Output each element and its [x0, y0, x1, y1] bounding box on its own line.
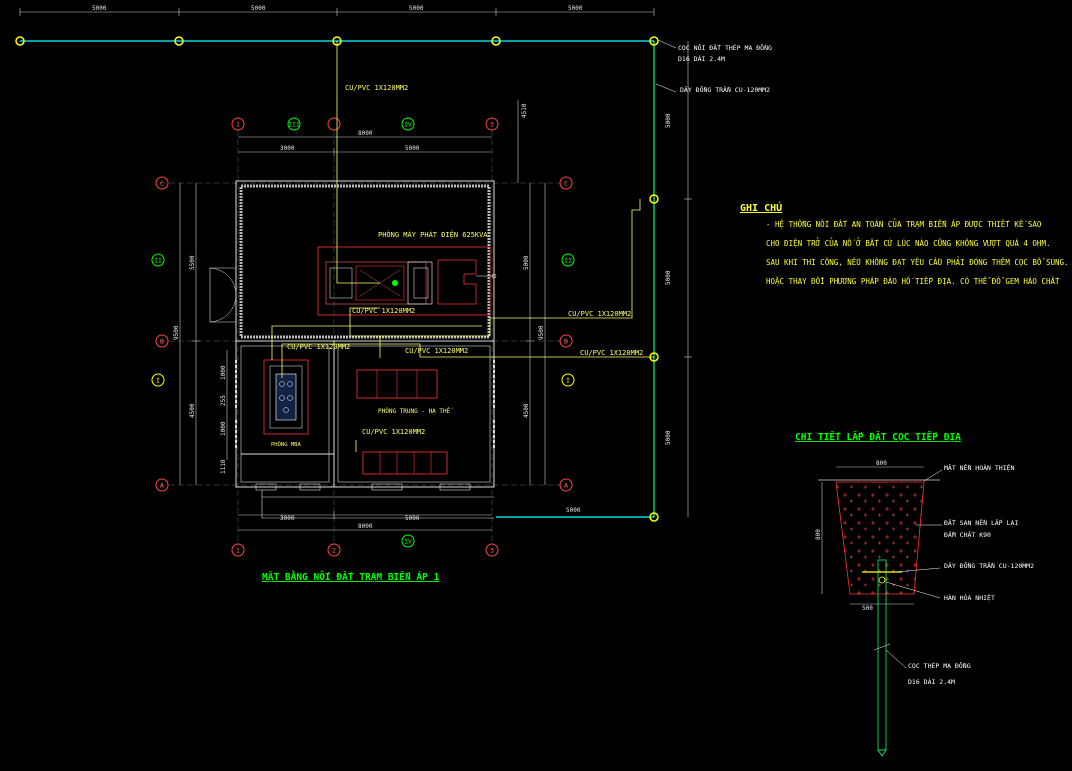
ground-rod: [649, 36, 659, 46]
rod-callouts: CỌC NỐI ĐẤT THÉP MẠ ĐỒNG D16 DÀI 2.4M DÂ…: [655, 39, 772, 94]
bottom-right-dim: 5000: [566, 507, 581, 514]
axis-left-4: I: [156, 377, 160, 385]
dim-left-top: 3000: [280, 145, 295, 152]
top-dim-1: 5000: [92, 5, 107, 12]
detail-label-rod-1: CỌC THÉP MẠ ĐỒNG: [908, 661, 971, 670]
cable-label-top: CU/PVC 1X120MM2: [345, 84, 408, 92]
dim-vert-total: 9500: [538, 325, 545, 340]
notes-line-2: CHO ĐIỆN TRỞ CỦA NỐ Ở BẤT CỨ LÚC NÀO CŨN…: [766, 239, 1050, 248]
room-mba-label: PHÒNG MBA: [271, 441, 301, 448]
ground-rod: [174, 36, 184, 46]
right-dimension-line: 5000 5000 5000 5000: [566, 41, 692, 517]
axis-left-2: II: [154, 257, 162, 265]
detail-dim-top: 800: [876, 460, 887, 467]
top-dimension-line: 5000 5000 5000 5000: [19, 5, 655, 16]
dim-left-bottom: 3000: [280, 515, 295, 522]
dim-right-lower: 4500: [523, 403, 530, 418]
cable-label-right1: CU/PVC 1X120MM2: [568, 310, 631, 318]
axis-top-2: III: [288, 121, 300, 129]
mba-room: PHÒNG MBA: [263, 359, 309, 448]
plan-title: MẶT BẰNG NỐI ĐẤT TRẠM BIẾN ÁP 1: [262, 571, 440, 583]
detail-label-rod-2: D16 DÀI 2.4M: [908, 677, 955, 686]
top-dim-3: 5000: [409, 5, 424, 12]
rod-label-line1: CỌC NỐI ĐẤT THÉP MẠ ĐỒNG: [678, 43, 772, 52]
axis-right-3: B: [564, 338, 568, 346]
dim-right-top: 5000: [405, 145, 420, 152]
grid-axes: 1 III IV 3 1 2 IV 3 C II B I A C II B: [151, 117, 575, 557]
axis-bottom-4: 3: [490, 547, 494, 555]
notes-line-4: HOẶC THAY ĐỔI PHƯƠNG PHÁP ĐÀO HỐ TIẾP ĐỊ…: [766, 277, 1060, 286]
cable-label-mid2: CU/PVC 1X120MM2: [405, 347, 468, 355]
rod-detail: CHI TIẾT LẮP ĐẶT CỌC TIẾP ĐỊA 800 800 50…: [795, 431, 1034, 757]
small-dim-4: 1110: [220, 459, 227, 474]
detail-label-wire: DÂY ĐỒNG TRẦN CU-120MM2: [944, 561, 1034, 570]
right-dim-2: 5000: [665, 270, 672, 285]
axis-top-4: 3: [490, 121, 494, 129]
ground-rod: [15, 36, 25, 46]
room-generator-label: PHÒNG MÁY PHÁT ĐIỆN 625KVA: [378, 230, 488, 239]
cable-label-gen: CU/PVC 1X120MM2: [352, 307, 415, 315]
axis-top-1: 1: [236, 121, 240, 129]
notes-line-1: - HỆ THỐNG NỐI ĐẤT AN TOÀN CỦA TRẠM BIẾN…: [766, 220, 1042, 229]
lv-room: PHÒNG TRUNG - HẠ THẾ: [356, 369, 453, 475]
right-dim-3: 5000: [665, 430, 672, 445]
cable-label-low: CU/PVC 1X120MM2: [362, 428, 425, 436]
plan-dimensions: 8000 3000 5000 3000 5000 8000 9500 5500 …: [173, 100, 546, 531]
dim-right-bottom: 5000: [405, 515, 420, 522]
ground-rod: [649, 512, 659, 522]
cable-label-mid1: CU/PVC 1X120MM2: [287, 343, 350, 351]
axis-right-4: I: [566, 377, 570, 385]
dim-left-upper: 5500: [189, 255, 196, 270]
notes-block: GHI CHÚ - HỆ THỐNG NỐI ĐẤT AN TOÀN CỦA T…: [740, 201, 1069, 286]
axis-left-5: A: [160, 482, 164, 490]
dim-left-lower: 4500: [189, 403, 196, 418]
top-dim-4: 5000: [568, 5, 583, 12]
ground-rod: [649, 194, 659, 204]
cable-routes: CU/PVC 1X120MM2 CU/PVC 1X120MM2 CU/PVC 1…: [271, 41, 654, 452]
detail-title: CHI TIẾT LẮP ĐẶT CỌC TIẾP ĐỊA: [795, 431, 961, 443]
wire-label: DÂY ĐỒNG TRẦN CU-120MM2: [680, 85, 770, 94]
notes-heading: GHI CHÚ: [740, 201, 782, 214]
rod-label-line2: D16 DÀI 2.4M: [678, 54, 725, 63]
axis-left-1: C: [160, 180, 164, 188]
dim-total-top: 8000: [358, 130, 373, 137]
right-dim-1: 5000: [665, 113, 672, 128]
top-dim-2: 5000: [251, 5, 266, 12]
dim-total-left: 9500: [173, 325, 180, 340]
detail-label-fill-2: ĐẦM CHẶT K90: [944, 530, 991, 539]
notes-line-3: SAU KHI THI CÔNG, NẾU KHÔNG ĐẠT YÊU CẦU …: [766, 258, 1069, 267]
dim-total-bottom: 8000: [358, 523, 373, 530]
detail-dim-height: 800: [815, 529, 822, 540]
axis-left-3: B: [160, 338, 164, 346]
dim-right-upper: 5000: [523, 255, 530, 270]
building-walls: [209, 180, 495, 519]
detail-label-surface: MẶT NỀN HOÀN THIỆN: [944, 463, 1015, 472]
generator-room: PHÒNG MÁY PHÁT ĐIỆN 625KVA: [317, 230, 497, 316]
axis-top-3: IV: [404, 121, 412, 129]
detail-label-fill-1: ĐẤT SAN NỀN LẤP LẠI: [944, 518, 1018, 527]
detail-label-weld: HÀN HÓA NHIỆT: [944, 593, 995, 602]
room-lv-label: PHÒNG TRUNG - HẠ THẾ: [378, 407, 453, 415]
cable-label-right2: CU/PVC 1X120MM2: [580, 349, 643, 357]
detail-dim-bottom: 500: [862, 605, 873, 612]
axis-right-5: A: [564, 482, 568, 490]
small-dim-1: 1000: [220, 365, 227, 380]
axis-bottom-1: 1: [236, 547, 240, 555]
ground-rod: [491, 36, 501, 46]
axis-bottom-3: IV: [404, 538, 412, 546]
axis-right-2: II: [564, 257, 572, 265]
small-dim-2: 255: [220, 395, 227, 406]
axis-right-1: C: [564, 180, 568, 188]
small-dim-3: 1000: [220, 421, 227, 436]
dim-vert-top: 4510: [521, 103, 528, 118]
axis-bottom-2: 2: [332, 547, 336, 555]
